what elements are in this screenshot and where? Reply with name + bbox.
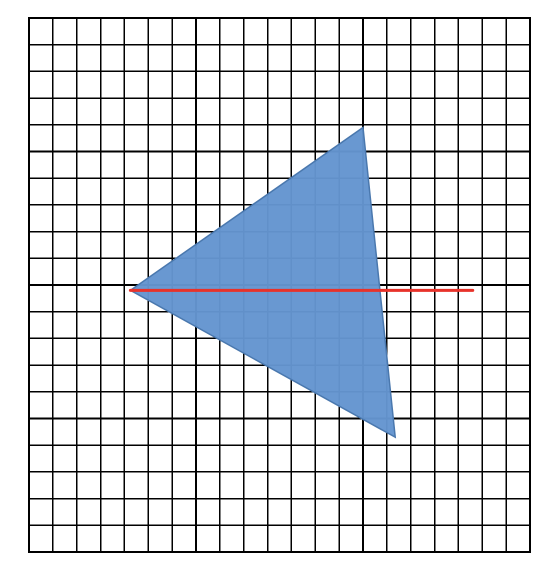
grid-border — [28, 17, 531, 553]
blue-triangle — [128, 126, 397, 439]
